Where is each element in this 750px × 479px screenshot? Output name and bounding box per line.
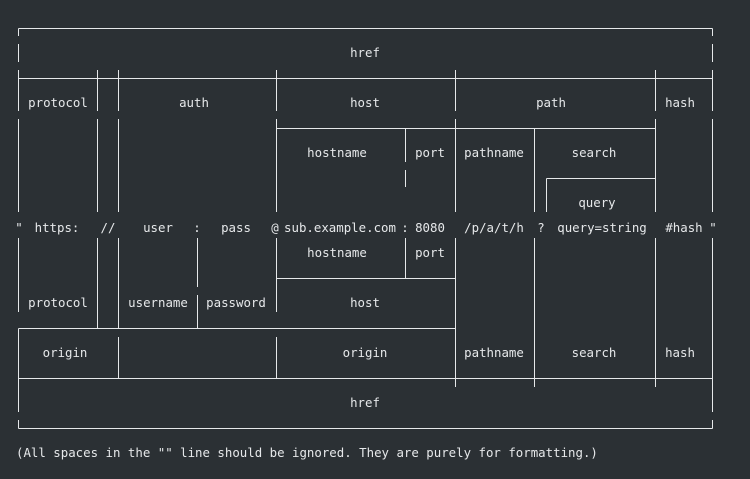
label-href-top-0: href <box>350 45 380 60</box>
diagram-labels: href protocol auth host path hash hostname port… <box>15 45 716 410</box>
label-bottom-labels-1: username <box>128 295 188 310</box>
label-top-sub-3: search <box>572 145 617 160</box>
label-top-sub-0: hostname <box>307 145 367 160</box>
label-url-line-8: : <box>401 220 408 235</box>
label-bottom-origin-2: pathname <box>464 345 524 360</box>
label-top-labels-3: path <box>536 95 566 110</box>
label-bottom-origin-4: hash <box>665 345 695 360</box>
label-url-line-5: pass <box>221 220 251 235</box>
label-url-line-1: https: <box>35 220 80 235</box>
label-bottom-sub-0: hostname <box>307 245 367 260</box>
label-bottom-sub-1: port <box>415 245 445 260</box>
label-url-line-7: sub.example.com <box>284 220 396 235</box>
label-url-line-9: 8080 <box>415 220 445 235</box>
label-url-line-10: /p/a/t/h <box>464 220 524 235</box>
label-bottom-labels-2: password <box>206 295 266 310</box>
label-url-line-0: " <box>15 220 22 235</box>
label-top-query-0: query <box>578 195 615 210</box>
label-top-labels-4: hash <box>665 95 695 110</box>
label-bottom-origin-0: origin <box>43 345 88 360</box>
label-href-bottom-0: href <box>350 395 380 410</box>
label-bottom-labels-3: host <box>350 295 380 310</box>
formatting-note: (All spaces in the "" line should be ign… <box>16 445 598 460</box>
label-top-labels-2: host <box>350 95 380 110</box>
label-bottom-origin-1: origin <box>343 345 388 360</box>
diagram-lines <box>18 28 713 429</box>
label-url-line-13: #hash <box>665 220 702 235</box>
label-top-sub-1: port <box>415 145 445 160</box>
label-top-labels-1: auth <box>179 95 209 110</box>
label-url-line-6: @ <box>271 220 279 235</box>
label-top-labels-0: protocol <box>28 95 88 110</box>
label-bottom-origin-3: search <box>572 345 617 360</box>
label-url-line-4: : <box>193 220 200 235</box>
label-url-line-11: ? <box>537 220 544 235</box>
label-url-line-14: " <box>709 220 716 235</box>
label-top-sub-2: pathname <box>464 145 524 160</box>
label-url-line-2: // <box>101 220 116 235</box>
label-url-line-3: user <box>143 220 173 235</box>
label-bottom-labels-0: protocol <box>28 295 88 310</box>
label-url-line-12: query=string <box>557 220 647 235</box>
